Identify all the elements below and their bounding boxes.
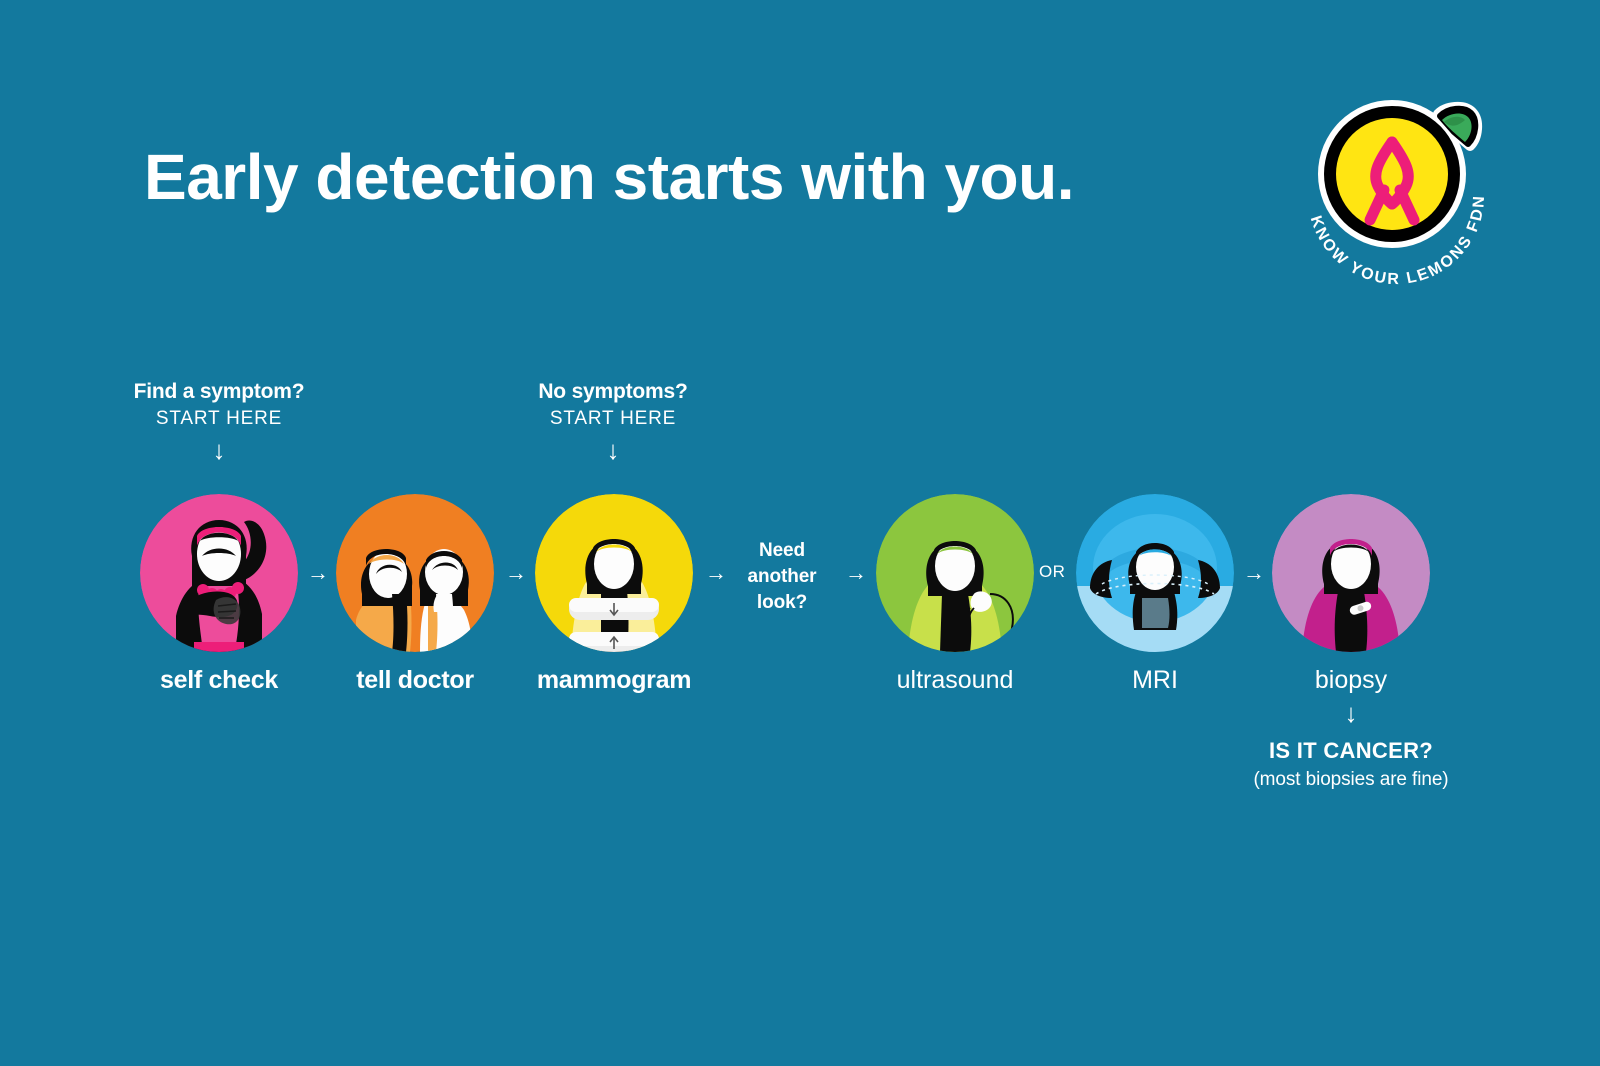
outcome-note: (most biopsies are fine): [1253, 769, 1449, 790]
mammogram-illustration: [535, 494, 693, 652]
need-another-look-text: Need another look?: [747, 540, 817, 614]
step-label-self-check: self check: [160, 666, 278, 694]
self-check-illustration: [140, 494, 298, 652]
entry-start-here: START HERE: [155, 408, 283, 430]
step-biopsy: biopsy: [1268, 494, 1434, 695]
step-tell-doctor: tell doctor: [332, 494, 498, 695]
pink-ribbon-icon: [1364, 136, 1420, 226]
arrow-need-look-to-ultrasound: →: [845, 560, 867, 585]
step-mri: MRI: [1072, 494, 1238, 695]
mri-illustration: [1076, 494, 1234, 652]
or-connector-text: OR: [1039, 562, 1066, 581]
outcome-question: IS IT CANCER?: [1268, 738, 1433, 763]
page-title: Early detection starts with you.: [144, 141, 1075, 213]
outcome-block: ↓ IS IT CANCER? (most biopsies are fine): [1190, 700, 1512, 791]
step-self-check: self check: [136, 494, 302, 695]
lemon-badge-icon: [1318, 100, 1482, 248]
biopsy-illustration: [1272, 494, 1430, 652]
down-arrow-icon: ↓: [606, 435, 620, 466]
step-label-mammogram: mammogram: [536, 666, 692, 694]
tell-doctor-illustration: [336, 494, 494, 652]
arrow-tell-doctor-to-mammogram: →: [505, 560, 527, 585]
ultrasound-illustration: [876, 494, 1034, 652]
entry-question: No symptoms?: [538, 380, 688, 403]
arrow-self-check-to-tell-doctor: →: [307, 560, 329, 585]
entry-no-symptoms: No symptoms? START HERE ↓: [483, 380, 743, 463]
step-mammogram: mammogram: [531, 494, 697, 695]
down-arrow-icon: ↓: [212, 435, 226, 466]
step-label-biopsy: biopsy: [1314, 666, 1388, 694]
entry-start-here: START HERE: [549, 408, 677, 430]
arrow-mammogram-to-need-look: →: [705, 560, 727, 585]
entry-question: Find a symptom?: [133, 380, 305, 403]
step-label-mri: MRI: [1132, 666, 1178, 694]
entry-find-symptom: Find a symptom? START HERE ↓: [89, 380, 349, 463]
step-label-ultrasound: ultrasound: [896, 666, 1014, 694]
down-arrow-icon: ↓: [1344, 698, 1358, 728]
step-ultrasound: ultrasound: [872, 494, 1038, 695]
arrow-mri-to-biopsy: →: [1243, 560, 1265, 585]
step-label-tell-doctor: tell doctor: [356, 666, 474, 694]
know-your-lemons-logo: KNOW YOUR LEMONS FDN.: [1288, 78, 1500, 290]
